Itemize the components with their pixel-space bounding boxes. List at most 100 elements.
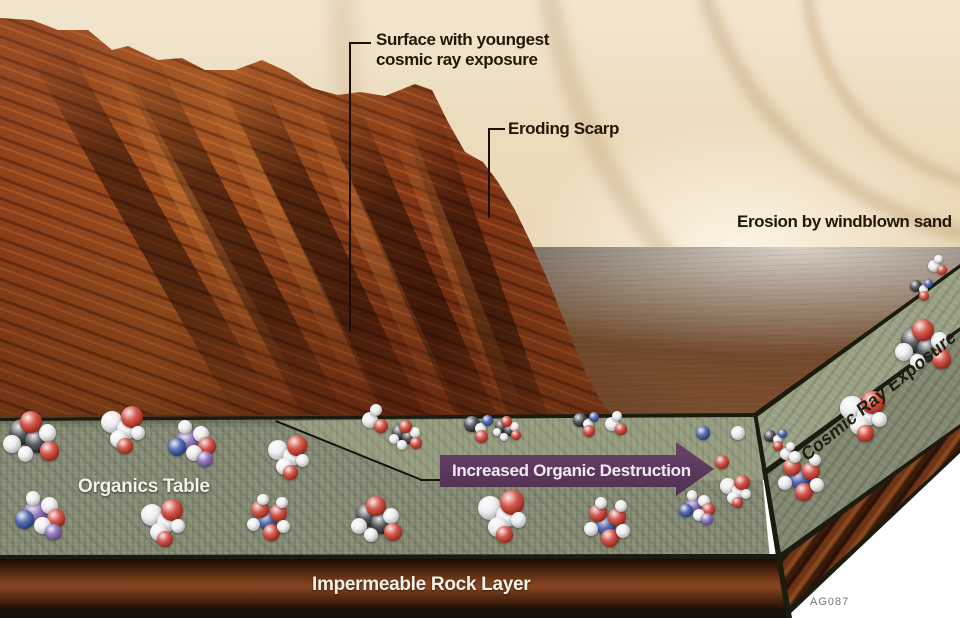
atom <box>795 483 813 501</box>
atom <box>246 517 260 531</box>
atom <box>857 424 875 442</box>
atom <box>895 343 913 361</box>
atom <box>715 455 729 469</box>
atom <box>772 440 784 452</box>
atom <box>157 531 173 547</box>
atom <box>269 504 287 522</box>
atom <box>861 391 885 415</box>
atom <box>366 496 386 516</box>
atom <box>495 525 514 544</box>
atom <box>45 523 63 541</box>
atom <box>198 437 216 455</box>
atom <box>257 493 269 506</box>
atom <box>809 454 821 466</box>
atom <box>616 524 630 538</box>
atom <box>772 435 782 445</box>
atom <box>601 529 619 547</box>
atom <box>701 502 715 517</box>
atom <box>778 428 788 438</box>
increased-destruction-label: Increased Organic Destruction <box>452 461 691 480</box>
atom <box>296 453 310 468</box>
atom <box>388 433 400 445</box>
atom <box>117 438 133 454</box>
scarp-callout-line <box>488 128 490 218</box>
atom <box>15 509 34 529</box>
windblown-sand-label: Erosion by windblown sand <box>737 212 952 231</box>
atom <box>500 415 512 427</box>
atom <box>510 512 527 528</box>
atom <box>397 440 407 450</box>
atom <box>686 490 697 501</box>
atom <box>168 438 186 456</box>
atom <box>481 415 493 427</box>
organics-table-label: Organics Table <box>78 476 210 497</box>
atom <box>492 427 502 437</box>
atom <box>197 451 213 467</box>
atom <box>608 508 626 526</box>
atom <box>741 488 752 499</box>
atom <box>589 412 599 422</box>
atom <box>499 490 525 515</box>
atom <box>121 406 143 428</box>
atom <box>700 513 713 526</box>
scarp-callout-line <box>488 128 505 130</box>
atom <box>25 491 41 506</box>
atom <box>510 430 521 441</box>
atom <box>786 442 795 452</box>
atom <box>410 437 423 449</box>
atom <box>475 422 487 434</box>
wedge-edge-line <box>420 479 450 481</box>
atom <box>924 278 934 288</box>
eroding-scarp-label: Eroding Scarp <box>508 119 619 138</box>
atom <box>19 411 42 434</box>
atom <box>615 500 627 512</box>
surface-label: Surface with youngest cosmic ray exposur… <box>376 30 549 70</box>
atom <box>583 419 593 429</box>
surface-label-line1: Surface with youngest <box>376 30 549 49</box>
atom <box>510 422 520 431</box>
atom <box>17 446 33 462</box>
atom <box>778 476 792 490</box>
atom <box>930 332 949 350</box>
atom <box>679 503 693 517</box>
atom <box>384 523 402 541</box>
atom <box>171 519 185 533</box>
impermeable-rock-layer <box>0 557 789 612</box>
atom <box>282 465 298 481</box>
atom <box>583 425 595 437</box>
atom <box>871 412 887 427</box>
atom <box>934 254 943 264</box>
atom <box>131 426 145 440</box>
atom <box>802 462 820 480</box>
atom <box>931 348 952 369</box>
atom <box>38 424 57 442</box>
atom <box>178 420 192 434</box>
atom <box>409 427 421 438</box>
atom <box>911 319 934 342</box>
atom <box>615 423 627 435</box>
atom <box>612 411 622 421</box>
atom <box>398 419 412 433</box>
atom <box>810 478 824 492</box>
atom <box>351 518 367 534</box>
surface-label-line2: cosmic ray exposure <box>376 50 538 70</box>
atom <box>161 499 183 521</box>
surface-callout-line <box>349 42 351 332</box>
atom <box>499 433 508 441</box>
atom <box>475 429 489 443</box>
atom <box>731 497 743 509</box>
atom <box>286 434 308 456</box>
atom <box>928 260 940 272</box>
atom <box>696 426 710 440</box>
atom <box>918 285 928 295</box>
impermeable-rock-label: Impermeable Rock Layer <box>312 574 531 595</box>
atom <box>789 451 801 463</box>
atom <box>734 474 750 491</box>
atom <box>262 524 280 542</box>
atom <box>276 496 288 509</box>
atom <box>909 354 925 370</box>
atom <box>277 519 291 533</box>
